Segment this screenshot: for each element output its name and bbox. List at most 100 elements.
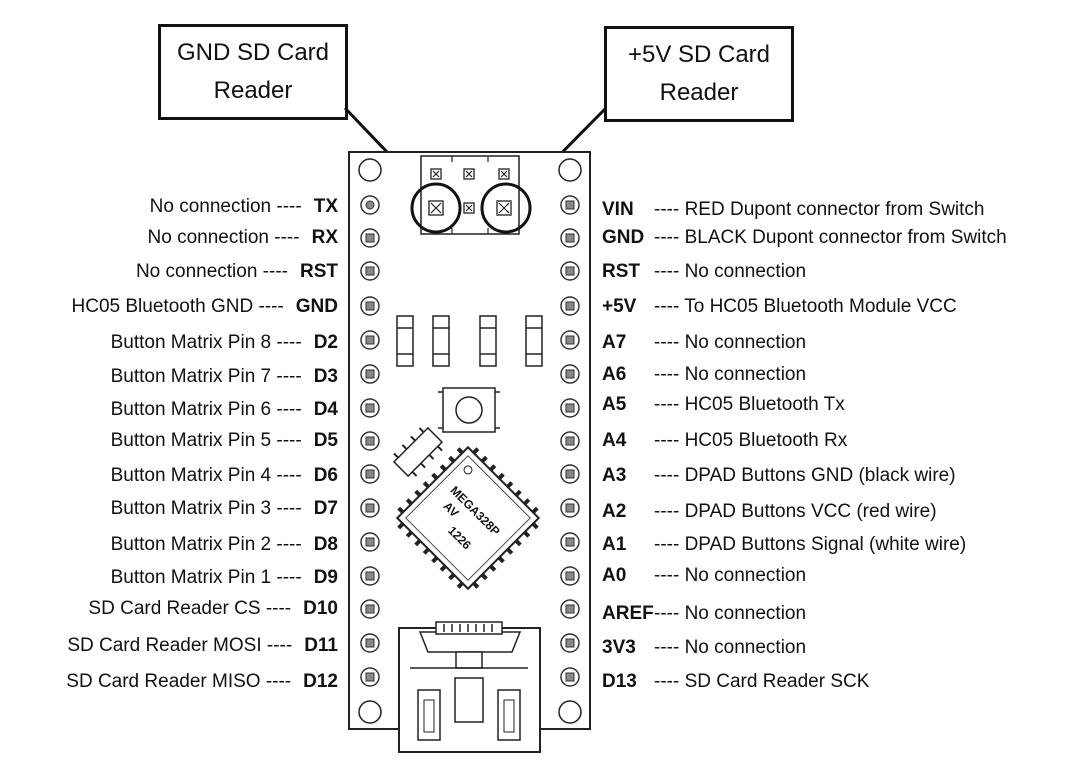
left-pin-pad bbox=[360, 599, 380, 619]
right-pin-description: ---- HC05 Bluetooth Tx bbox=[654, 394, 845, 415]
left-pin-description: SD Card Reader CS ---- bbox=[88, 598, 292, 619]
right-pin-description: ---- DPAD Buttons GND (black wire) bbox=[654, 465, 956, 486]
callout-gnd-line2: Reader bbox=[213, 77, 293, 104]
right-pin-name: A1 bbox=[602, 534, 627, 555]
left-pin-label: No connection ----RX bbox=[148, 226, 338, 250]
small-regulator bbox=[392, 426, 444, 478]
left-pin-name: GND bbox=[295, 296, 338, 317]
left-pin-description: No connection ---- bbox=[149, 196, 302, 217]
status-leds bbox=[396, 315, 543, 367]
right-pin-name: GND bbox=[602, 227, 645, 248]
right-pin-description: ---- DPAD Buttons Signal (white wire) bbox=[654, 534, 967, 555]
left-pin-description: No connection ---- bbox=[147, 227, 300, 248]
left-pin-label: Button Matrix Pin 4 ---- D6 bbox=[111, 464, 338, 488]
right-pin-name: A3 bbox=[602, 465, 627, 486]
right-pin-name: 3V3 bbox=[602, 637, 636, 658]
left-pin-description: Button Matrix Pin 5 ---- bbox=[110, 430, 302, 451]
left-pin-label: No connection ----RST bbox=[136, 260, 338, 284]
right-pin-description: ---- RED Dupont connector from Switch bbox=[654, 199, 985, 220]
left-pin-name: D5 bbox=[313, 430, 338, 451]
highlight-circle-gnd bbox=[410, 182, 462, 234]
right-pin-name: A0 bbox=[602, 565, 627, 586]
right-pin-name: A6 bbox=[602, 364, 627, 385]
left-pin-label: SD Card Reader MOSI ---- D11 bbox=[67, 634, 338, 658]
left-pin-pad bbox=[360, 296, 380, 316]
right-pin-description: ---- DPAD Buttons VCC (red wire) bbox=[654, 501, 937, 522]
left-pin-description: HC05 Bluetooth GND ---- bbox=[71, 296, 284, 317]
right-pin-name: D13 bbox=[602, 671, 637, 692]
right-pin-pad bbox=[560, 498, 580, 518]
left-pin-description: SD Card Reader MISO ---- bbox=[66, 671, 292, 692]
mini-usb-connector bbox=[398, 621, 541, 753]
atmega328p-chip bbox=[395, 445, 541, 591]
callout-vcc-line2: Reader bbox=[659, 79, 739, 106]
left-pin-label: HC05 Bluetooth GND ---- GND bbox=[72, 295, 338, 319]
right-pin-description: ---- SD Card Reader SCK bbox=[654, 671, 870, 692]
left-pin-label: Button Matrix Pin 2 ----D8 bbox=[111, 533, 338, 557]
right-pin-description: ---- To HC05 Bluetooth Module VCC bbox=[654, 296, 957, 317]
right-pin-name: RST bbox=[602, 261, 640, 282]
right-pin-labels: VIN ---- RED Dupont connector from Switch… bbox=[602, 0, 1072, 774]
left-pin-pad bbox=[360, 431, 380, 451]
left-pin-pad bbox=[360, 566, 380, 586]
right-pin-label: A6---- No connection bbox=[602, 363, 806, 387]
left-pin-label: Button Matrix Pin 7 ----D3 bbox=[111, 365, 338, 389]
left-pin-pad bbox=[360, 195, 380, 215]
left-pin-description: Button Matrix Pin 8 ---- bbox=[110, 332, 302, 353]
right-pin-label: A1 ---- DPAD Buttons Signal (white wire) bbox=[602, 533, 966, 557]
right-pin-description: ---- No connection bbox=[654, 637, 807, 658]
left-pin-pad bbox=[360, 228, 380, 248]
left-pin-pad bbox=[360, 464, 380, 484]
right-pin-label: A0---- No connection bbox=[602, 564, 806, 588]
right-pin-pad bbox=[560, 431, 580, 451]
left-pin-name: D12 bbox=[303, 671, 338, 692]
icsp-header bbox=[420, 155, 520, 235]
left-pin-label: Button Matrix Pin 1 ---- D9 bbox=[111, 566, 338, 590]
left-pin-label: SD Card Reader CS ----D10 bbox=[88, 597, 338, 621]
right-pin-pad bbox=[560, 296, 580, 316]
right-pin-label: D13 ---- SD Card Reader SCK bbox=[602, 670, 869, 694]
left-pin-label: Button Matrix Pin 3 ---- D7 bbox=[111, 497, 338, 521]
left-pin-description: No connection ---- bbox=[135, 261, 288, 282]
left-pin-name: D4 bbox=[313, 399, 338, 420]
left-pin-labels: No connection ---- TX No connection ----RX… bbox=[0, 0, 338, 774]
led bbox=[432, 315, 450, 367]
left-pin-pad bbox=[360, 498, 380, 518]
left-pin-name: D7 bbox=[313, 498, 338, 519]
right-pin-label: AREF---- No connection bbox=[602, 602, 806, 626]
right-pin-name: VIN bbox=[602, 199, 634, 220]
left-pin-description: Button Matrix Pin 2 ---- bbox=[110, 534, 302, 555]
left-pin-pad bbox=[360, 330, 380, 350]
right-pin-pad bbox=[560, 566, 580, 586]
led bbox=[479, 315, 497, 367]
left-pin-name: TX bbox=[313, 196, 338, 217]
left-pin-pad bbox=[360, 398, 380, 418]
right-pin-pad bbox=[560, 464, 580, 484]
left-pin-name: D9 bbox=[313, 567, 338, 588]
left-pin-name: D3 bbox=[313, 366, 338, 387]
left-pin-description: SD Card Reader MOSI ---- bbox=[67, 635, 293, 656]
right-pin-pad bbox=[560, 228, 580, 248]
led bbox=[396, 315, 414, 367]
right-pin-label: 3V3 ---- No connection bbox=[602, 636, 806, 660]
left-pin-description: Button Matrix Pin 3 ---- bbox=[110, 498, 302, 519]
reset-button bbox=[438, 387, 500, 433]
right-pin-label: A7---- No connection bbox=[602, 331, 806, 355]
right-pin-name: A7 bbox=[602, 332, 627, 353]
left-pin-name: D6 bbox=[313, 465, 338, 486]
right-pin-description: ---- No connection bbox=[654, 603, 807, 624]
left-pin-name: D11 bbox=[304, 635, 338, 656]
right-pin-pad bbox=[560, 633, 580, 653]
left-pin-pad bbox=[360, 532, 380, 552]
left-pin-label: No connection ---- TX bbox=[150, 195, 338, 219]
right-pin-name: A2 bbox=[602, 501, 627, 522]
left-pin-description: Button Matrix Pin 4 ---- bbox=[110, 465, 302, 486]
left-pin-description: Button Matrix Pin 1 ---- bbox=[110, 567, 302, 588]
right-pin-label: RST---- No connection bbox=[602, 260, 806, 284]
right-pin-pad bbox=[560, 261, 580, 281]
mounting-hole-tr bbox=[558, 158, 582, 182]
mounting-hole-bl bbox=[358, 700, 382, 724]
left-pin-label: Button Matrix Pin 5 ---- D5 bbox=[111, 429, 338, 453]
